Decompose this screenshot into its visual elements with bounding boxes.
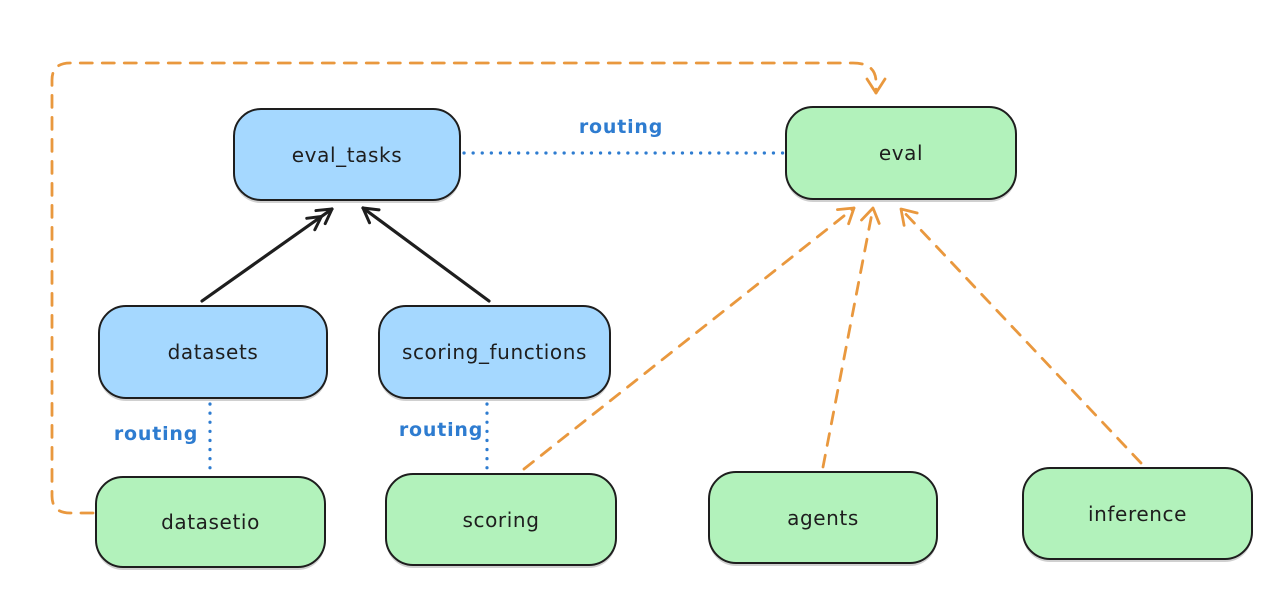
edge-scoring-functions-to-eval-tasks	[361, 206, 491, 303]
node-datasetio: datasetio	[95, 476, 326, 568]
node-agents-label: agents	[787, 505, 859, 530]
node-agents: agents	[708, 471, 938, 564]
edge-datasetio-to-eval	[50, 61, 887, 515]
edge-inference-to-eval	[899, 207, 1143, 465]
node-datasets: datasets	[98, 305, 328, 399]
node-inference-label: inference	[1087, 501, 1188, 526]
edge-label-routing-scoring-functions-scoring: routing	[398, 419, 484, 441]
edge-agents-to-eval	[821, 206, 881, 469]
node-eval-tasks-label: eval_tasks	[291, 142, 403, 167]
node-scoring-functions: scoring_functions	[378, 305, 611, 399]
node-eval-tasks: eval_tasks	[233, 108, 461, 201]
node-scoring: scoring	[385, 473, 617, 566]
edge-label-routing-datasets-datasetio: routing	[113, 423, 199, 445]
edge-label-routing-eval-tasks-eval: routing	[578, 116, 664, 138]
node-inference: inference	[1022, 467, 1253, 560]
edge-datasets-to-eval-tasks	[200, 207, 334, 303]
node-eval: eval	[785, 106, 1017, 200]
node-eval-label: eval	[878, 141, 924, 165]
node-datasetio-label: datasetio	[161, 510, 260, 534]
node-scoring-functions-label: scoring_functions	[401, 340, 588, 364]
node-datasets-label: datasets	[167, 340, 259, 364]
node-scoring-label: scoring	[462, 507, 540, 532]
edge-scoring-to-eval	[522, 206, 856, 471]
